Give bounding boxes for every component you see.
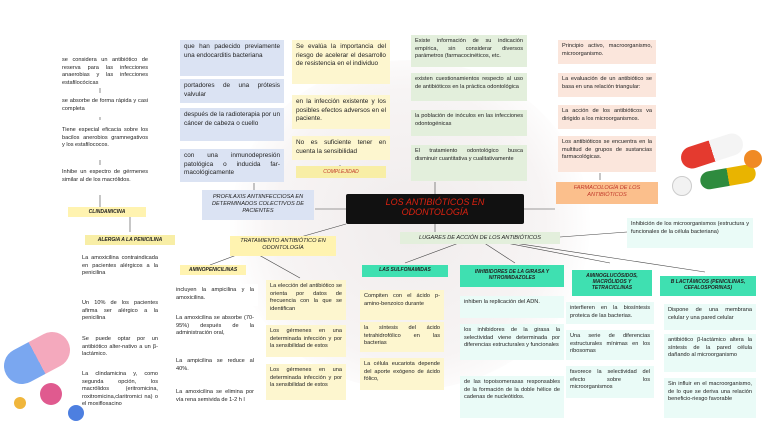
- alergia-item-4: La clindamicina y, como segunda opción, …: [78, 368, 162, 420]
- sulf-item-2: la síntesis del ácido tetrahidrofólico e…: [360, 322, 444, 352]
- farmaco-item-2: La evaluación de un antibiótico se basa …: [558, 73, 656, 97]
- complejidad-item-1: Se evalúa la importancia del riesgo de a…: [292, 40, 390, 84]
- alergia-item-1: La amoxicilina contraindicada en pacient…: [78, 252, 162, 292]
- alergia-item-3: Se puede optar por un antibiótico alter-…: [78, 333, 162, 361]
- virus-icon-3: [14, 397, 26, 409]
- farmaco-item-3: La acción de los antibióticos va dirigid…: [558, 105, 656, 129]
- complejidad-item-3: No es suficiente tener en cuenta la sens…: [292, 136, 390, 160]
- farmacologia-label: FARMACOLOGÍA DE LOS ANTIBIÓTICOS: [556, 182, 658, 204]
- aminopenicilinas-label: AMINOPENICILINAS: [180, 265, 246, 275]
- betalact-item-2: antibiótico β-lactámico altera la síntes…: [664, 334, 756, 372]
- sulf-item-1: Compiten con el ácido p-amino-benzoico d…: [360, 290, 444, 320]
- profilaxis-label: PROFILAXIS ANTIINFECCIOSA EN DETERMINADO…: [202, 190, 314, 220]
- amino-item-1: incluyen la ampicilina y la amoxicilina.: [172, 284, 258, 306]
- lugares-label: LUGARES DE ACCIÓN DE LOS ANTIBIÓTICOS: [400, 232, 560, 244]
- virus-icon-2: [68, 405, 84, 421]
- green-item-3: la población de inóculos en las infeccio…: [411, 110, 527, 136]
- betalact-item-3: Sin influir en el macroorganismo, de lo …: [664, 378, 756, 418]
- blue-item-1: que han padecido previamente una endocar…: [180, 40, 284, 76]
- left-info-2: se absorbe de forma rápida y casi comple…: [58, 95, 152, 117]
- farmaco-item-1: Principio activo, macroorganismo, microo…: [558, 40, 656, 64]
- left-info-1: se considera un antibiótico de reserva p…: [58, 54, 152, 88]
- blue-item-3: después de la radioterapia por un cáncer…: [180, 108, 284, 141]
- eleccion-item-2: Los gérmenes en una determinada infecció…: [266, 325, 346, 357]
- complejidad-item-2: en la infección existente y los posibles…: [292, 95, 390, 129]
- virus-icon-1: [40, 383, 62, 405]
- betalact-label: B LACTÁMICOS (PENICILINAS, CEFALOSPORINA…: [660, 276, 756, 296]
- green-item-4: El tratamiento odontológico busca dismin…: [411, 145, 527, 181]
- eleccion-item-1: La elección del antibiótico se orienta p…: [266, 280, 346, 320]
- sulfonamidas-label: LAS SULFONAMIDAS: [362, 265, 448, 277]
- amino-item-3: La ampicilina se reduce al 40%.: [172, 355, 258, 377]
- blue-item-2: portadores de una prótesis valvular: [180, 79, 284, 103]
- aminoglu-item-3: favorece la selectividad del efecto sobr…: [566, 366, 654, 398]
- eleccion-item-3: Los gérmenes en una determinada infecció…: [266, 364, 346, 400]
- blue-item-4: con una inmunodepresión patológica o ind…: [180, 149, 284, 182]
- aminoglu-item-1: interfieren en la biosíntesis proteica d…: [566, 302, 654, 324]
- aminoglu-item-2: Una serie de diferencias estructurales m…: [566, 330, 654, 360]
- girasa-label: INHIBIDORES DE LA GIRASA Y NITROIMIDAZOL…: [460, 265, 564, 287]
- pill-illustration-4: [744, 150, 762, 168]
- clindamicina-label: CLINDAMICINA: [68, 207, 146, 217]
- alergia-item-2: Un 10% de los pacientes afirma ser alérg…: [78, 297, 162, 325]
- pill-illustration-3: [672, 176, 692, 196]
- amino-item-4: La amoxicilina se elimina por vía rena s…: [172, 386, 258, 418]
- girasa-item-3: de las topoisomerasas responsables de la…: [460, 376, 564, 418]
- green-item-2: existen cuestionamientos respecto al uso…: [411, 73, 527, 101]
- aminoglu-label: AMINOGLUCÓSIDOS, MACRÓLIDOS Y TETRACICLI…: [572, 270, 652, 296]
- betalact-item-1: Dispone de una membrana celular y una pa…: [664, 304, 756, 330]
- green-item-1: Existe información de su indicación empí…: [411, 35, 527, 67]
- sulf-item-3: La célula eucariota depende del aporte e…: [360, 358, 444, 390]
- girasa-item-1: inhiben la replicación del ADN.: [460, 296, 564, 318]
- inhibicion-box: Inhibición de los microorganismos (estru…: [627, 218, 753, 248]
- left-info-4: Inhibe un espectro de gérmenes similar a…: [58, 166, 152, 194]
- alergia-title: ALERGIA A LA PENICILINA: [85, 235, 175, 245]
- complejidad-label: COMPLEJIDAD: [296, 166, 386, 178]
- amino-item-2: La amoxicilina se absorbe (70-95%) despu…: [172, 312, 258, 342]
- girasa-item-2: los inhibidores de la girasa la selectiv…: [460, 324, 564, 360]
- tratamiento-label: TRATAMIENTO ANTIBIÓTICO EN ODONTOLOGÍA: [230, 236, 336, 256]
- farmaco-item-4: Los antibióticos se encuentra en la mult…: [558, 136, 656, 172]
- left-info-3: Tiene especial eficacia sobre los bacilo…: [58, 124, 152, 160]
- central-title: LOS ANTIBIÓTICOS EN ODONTOLOGÍA: [346, 194, 524, 224]
